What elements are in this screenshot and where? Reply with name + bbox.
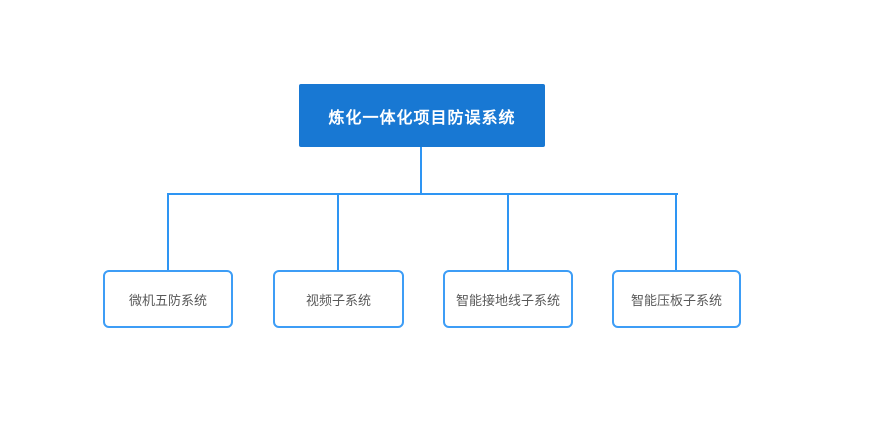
child-node-pressplate[interactable]: 智能压板子系统: [612, 270, 741, 328]
child-node-label: 智能接地线子系统: [455, 292, 560, 308]
root-node[interactable]: 炼化一体化项目防误系统: [299, 84, 545, 147]
child-node-label: 智能压板子系统: [630, 292, 722, 308]
connector-child-3-vertical: [507, 194, 509, 271]
child-node-label: 微机五防系统: [128, 292, 207, 308]
child-node-grounding[interactable]: 智能接地线子系统: [443, 270, 573, 328]
connector-horizontal-rail: [167, 193, 678, 195]
connector-child-2-vertical: [337, 194, 339, 271]
child-node-label: 视频子系统: [305, 292, 371, 308]
child-node-video[interactable]: 视频子系统: [273, 270, 404, 328]
child-node-wjwf[interactable]: 微机五防系统: [103, 270, 233, 328]
connector-root-vertical: [420, 147, 422, 194]
connector-child-4-vertical: [675, 194, 677, 271]
root-node-label: 炼化一体化项目防误系统: [328, 109, 516, 127]
connector-child-1-vertical: [167, 194, 169, 271]
